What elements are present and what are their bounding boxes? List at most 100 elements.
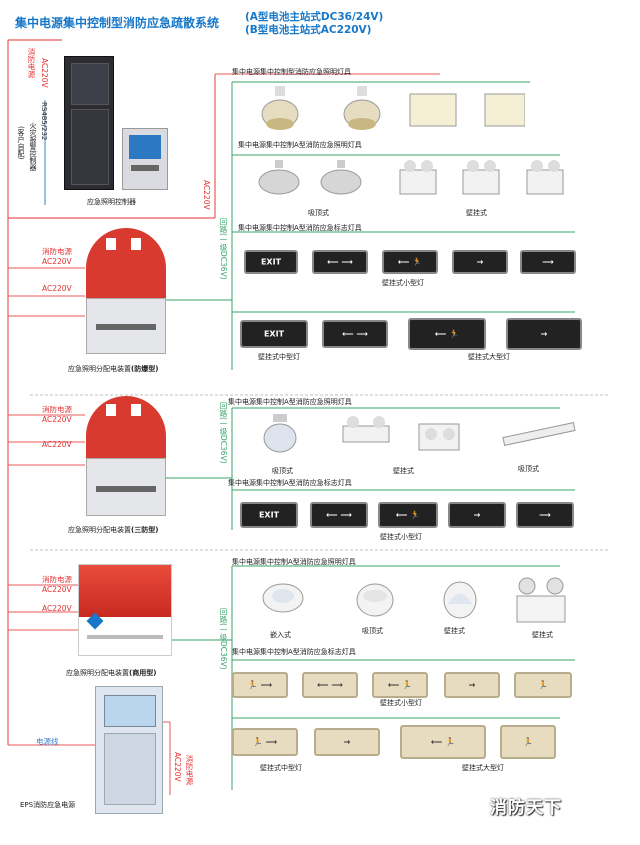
- s3-label-mid: 壁挂式中型灯: [260, 764, 302, 772]
- s2-group2: 集中电源集中控制A型消防应急标志灯具: [228, 479, 352, 487]
- exit-sign-small: ⟶: [520, 250, 576, 274]
- dome-light-icon: [261, 86, 299, 130]
- customer-label: (客户自配): [17, 126, 25, 160]
- s3-loop-label: 回路(一级DC36V): [219, 608, 228, 670]
- emergency-lighting-controller: [122, 128, 168, 190]
- subtitle-b: (B型电池主站式AC220V): [245, 24, 372, 36]
- s3-group1: 集中电源集中控制A型消防应急照明灯具: [232, 558, 356, 566]
- controller-label: 应急照明控制器: [87, 198, 136, 206]
- s2-ac1: AC220V: [42, 415, 72, 424]
- wall-light-icon: [443, 581, 477, 619]
- s2-label-wall: 壁挂式: [393, 467, 414, 475]
- twin-spot-icon: [462, 160, 500, 195]
- s3-label-wall: 壁挂式: [532, 631, 553, 639]
- s1-distribution-device: [86, 228, 166, 354]
- subtitle-a: (A型电池主站式DC36/24V): [245, 11, 384, 23]
- tube-light-icon: [502, 422, 576, 446]
- s1-label-ceiling: 吸顶式: [308, 209, 329, 217]
- fire-power-label: 消防电源: [27, 48, 36, 78]
- downlight-icon: [262, 583, 304, 613]
- exit-sign-large: 🏃: [500, 725, 556, 759]
- exit-sign-large: ⟵ 🏃: [408, 318, 486, 350]
- ac220-label: AC220V: [40, 58, 49, 88]
- s3-device-label: 应急照明分配电装置(商用型): [66, 669, 157, 677]
- s3-ac2: AC220V: [42, 604, 72, 613]
- s1-loop-label: 回路(一级DC36V): [219, 218, 228, 280]
- s3-label-large: 壁挂式大型灯: [462, 764, 504, 772]
- ceiling-light-icon: [263, 414, 297, 453]
- exit-sign-small: ⟵ 🏃: [382, 250, 438, 274]
- eps-fire-power: 消防电源: [185, 755, 194, 785]
- s1-device-label: 应急照明分配电装置(防爆型): [68, 365, 159, 373]
- eps-label: EPS消防应急电源: [20, 801, 76, 809]
- s2-label-ceiling2: 吸顶式: [518, 465, 539, 473]
- ceiling-light-icon: [356, 583, 394, 617]
- s2-group1: 集中电源集中控制A型消防应急照明灯具: [228, 398, 352, 406]
- s3-ac1: AC220V: [42, 585, 72, 594]
- wall-spot-icon: [418, 423, 460, 451]
- exit-sign-small: →: [444, 672, 500, 698]
- s1-explosion-proof-lights: [261, 86, 525, 130]
- fire-alarm-label: 火灾报警控制器: [29, 122, 37, 171]
- exit-sign-mid: 🏃 ⟶: [232, 728, 298, 756]
- exit-sign-small: EXIT: [244, 250, 298, 274]
- exit-sign-small: →: [448, 502, 506, 528]
- exit-sign-small: ⟶: [516, 502, 574, 528]
- s3-label-embed: 嵌入式: [270, 631, 291, 639]
- exit-sign-small: ⟵ ⟶: [310, 502, 368, 528]
- exit-sign-mid: ⟵ ⟶: [322, 320, 388, 348]
- s2-fire-power: 消防电源: [42, 405, 72, 414]
- s3-distribution-device: [78, 564, 172, 656]
- s1-ac2: AC220V: [42, 284, 72, 293]
- s1-label-small: 壁挂式小型灯: [382, 279, 424, 287]
- s2-ac2: AC220V: [42, 440, 72, 449]
- s2-lights: [263, 414, 576, 453]
- power-line-label: 电源线: [36, 737, 59, 746]
- dome-light-icon: [343, 86, 381, 130]
- exit-sign-small: ⟵ 🏃: [372, 672, 428, 698]
- panel-light-icon: [409, 93, 457, 127]
- exit-sign-small: ⟵ 🏃: [378, 502, 438, 528]
- s3-group2: 集中电源集中控制A型消防应急标志灯具: [232, 648, 356, 656]
- s1-label-wall: 壁挂式: [466, 209, 487, 217]
- s2-label-small: 壁挂式小型灯: [380, 533, 422, 541]
- page-title: 集中电源集中控制型消防应急疏散系统: [15, 16, 220, 30]
- s2-label-ceiling: 吸顶式: [272, 467, 293, 475]
- exit-sign-mid: EXIT: [240, 320, 308, 348]
- s3-lights: [262, 577, 566, 623]
- s1-group2: 集中电源集中控制A型消防应急照明灯具: [238, 141, 362, 149]
- exit-sign-small: ⟵ ⟶: [312, 250, 368, 274]
- twin-spot-icon: [516, 577, 566, 623]
- exit-sign-large: ⟵ 🏃: [400, 725, 486, 759]
- s1-label-large: 壁挂式大型灯: [468, 353, 510, 361]
- panel-light-icon: [484, 93, 525, 127]
- s3-label-ceiling: 吸顶式: [362, 627, 383, 635]
- exit-sign-small: 🏃 ⟶: [232, 672, 288, 698]
- exit-sign-small: EXIT: [240, 502, 298, 528]
- s2-distribution-device: [86, 396, 166, 516]
- eps-cabinet: [95, 686, 163, 814]
- s1-ac1: AC220V: [42, 257, 72, 266]
- watermark-logo: 消防天下: [490, 798, 562, 818]
- s3-fire-power: 消防电源: [42, 575, 72, 584]
- floodlight-icon: [258, 160, 300, 195]
- s1-label-mid: 壁挂式中型灯: [258, 353, 300, 361]
- emergency-lighting-cabinet: [64, 56, 114, 190]
- s3-label-wallhung: 壁挂式: [444, 627, 465, 635]
- s3-label-small: 壁挂式小型灯: [380, 699, 422, 707]
- s1-group1: 集中电源集中控制型消防应急照明灯具: [232, 68, 351, 76]
- exit-sign-mid: →: [314, 728, 380, 756]
- exit-sign-small: 🏃: [514, 672, 572, 698]
- s1-group3: 集中电源集中控制A型消防应急标志灯具: [238, 224, 362, 232]
- s2-device-label: 应急照明分配电装置(三防型): [68, 526, 159, 534]
- exit-sign-large: →: [506, 318, 582, 350]
- rs485-label: RS485/232: [40, 102, 48, 141]
- eps-ac220: AC220V: [173, 752, 182, 782]
- s1-lights-row2: [258, 160, 564, 195]
- exit-sign-small: →: [452, 250, 508, 274]
- s1-fire-power: 消防电源: [42, 247, 72, 256]
- exit-sign-small: ⟵ ⟶: [302, 672, 358, 698]
- floodlight-icon: [320, 160, 362, 195]
- wall-spot-icon: [342, 416, 390, 443]
